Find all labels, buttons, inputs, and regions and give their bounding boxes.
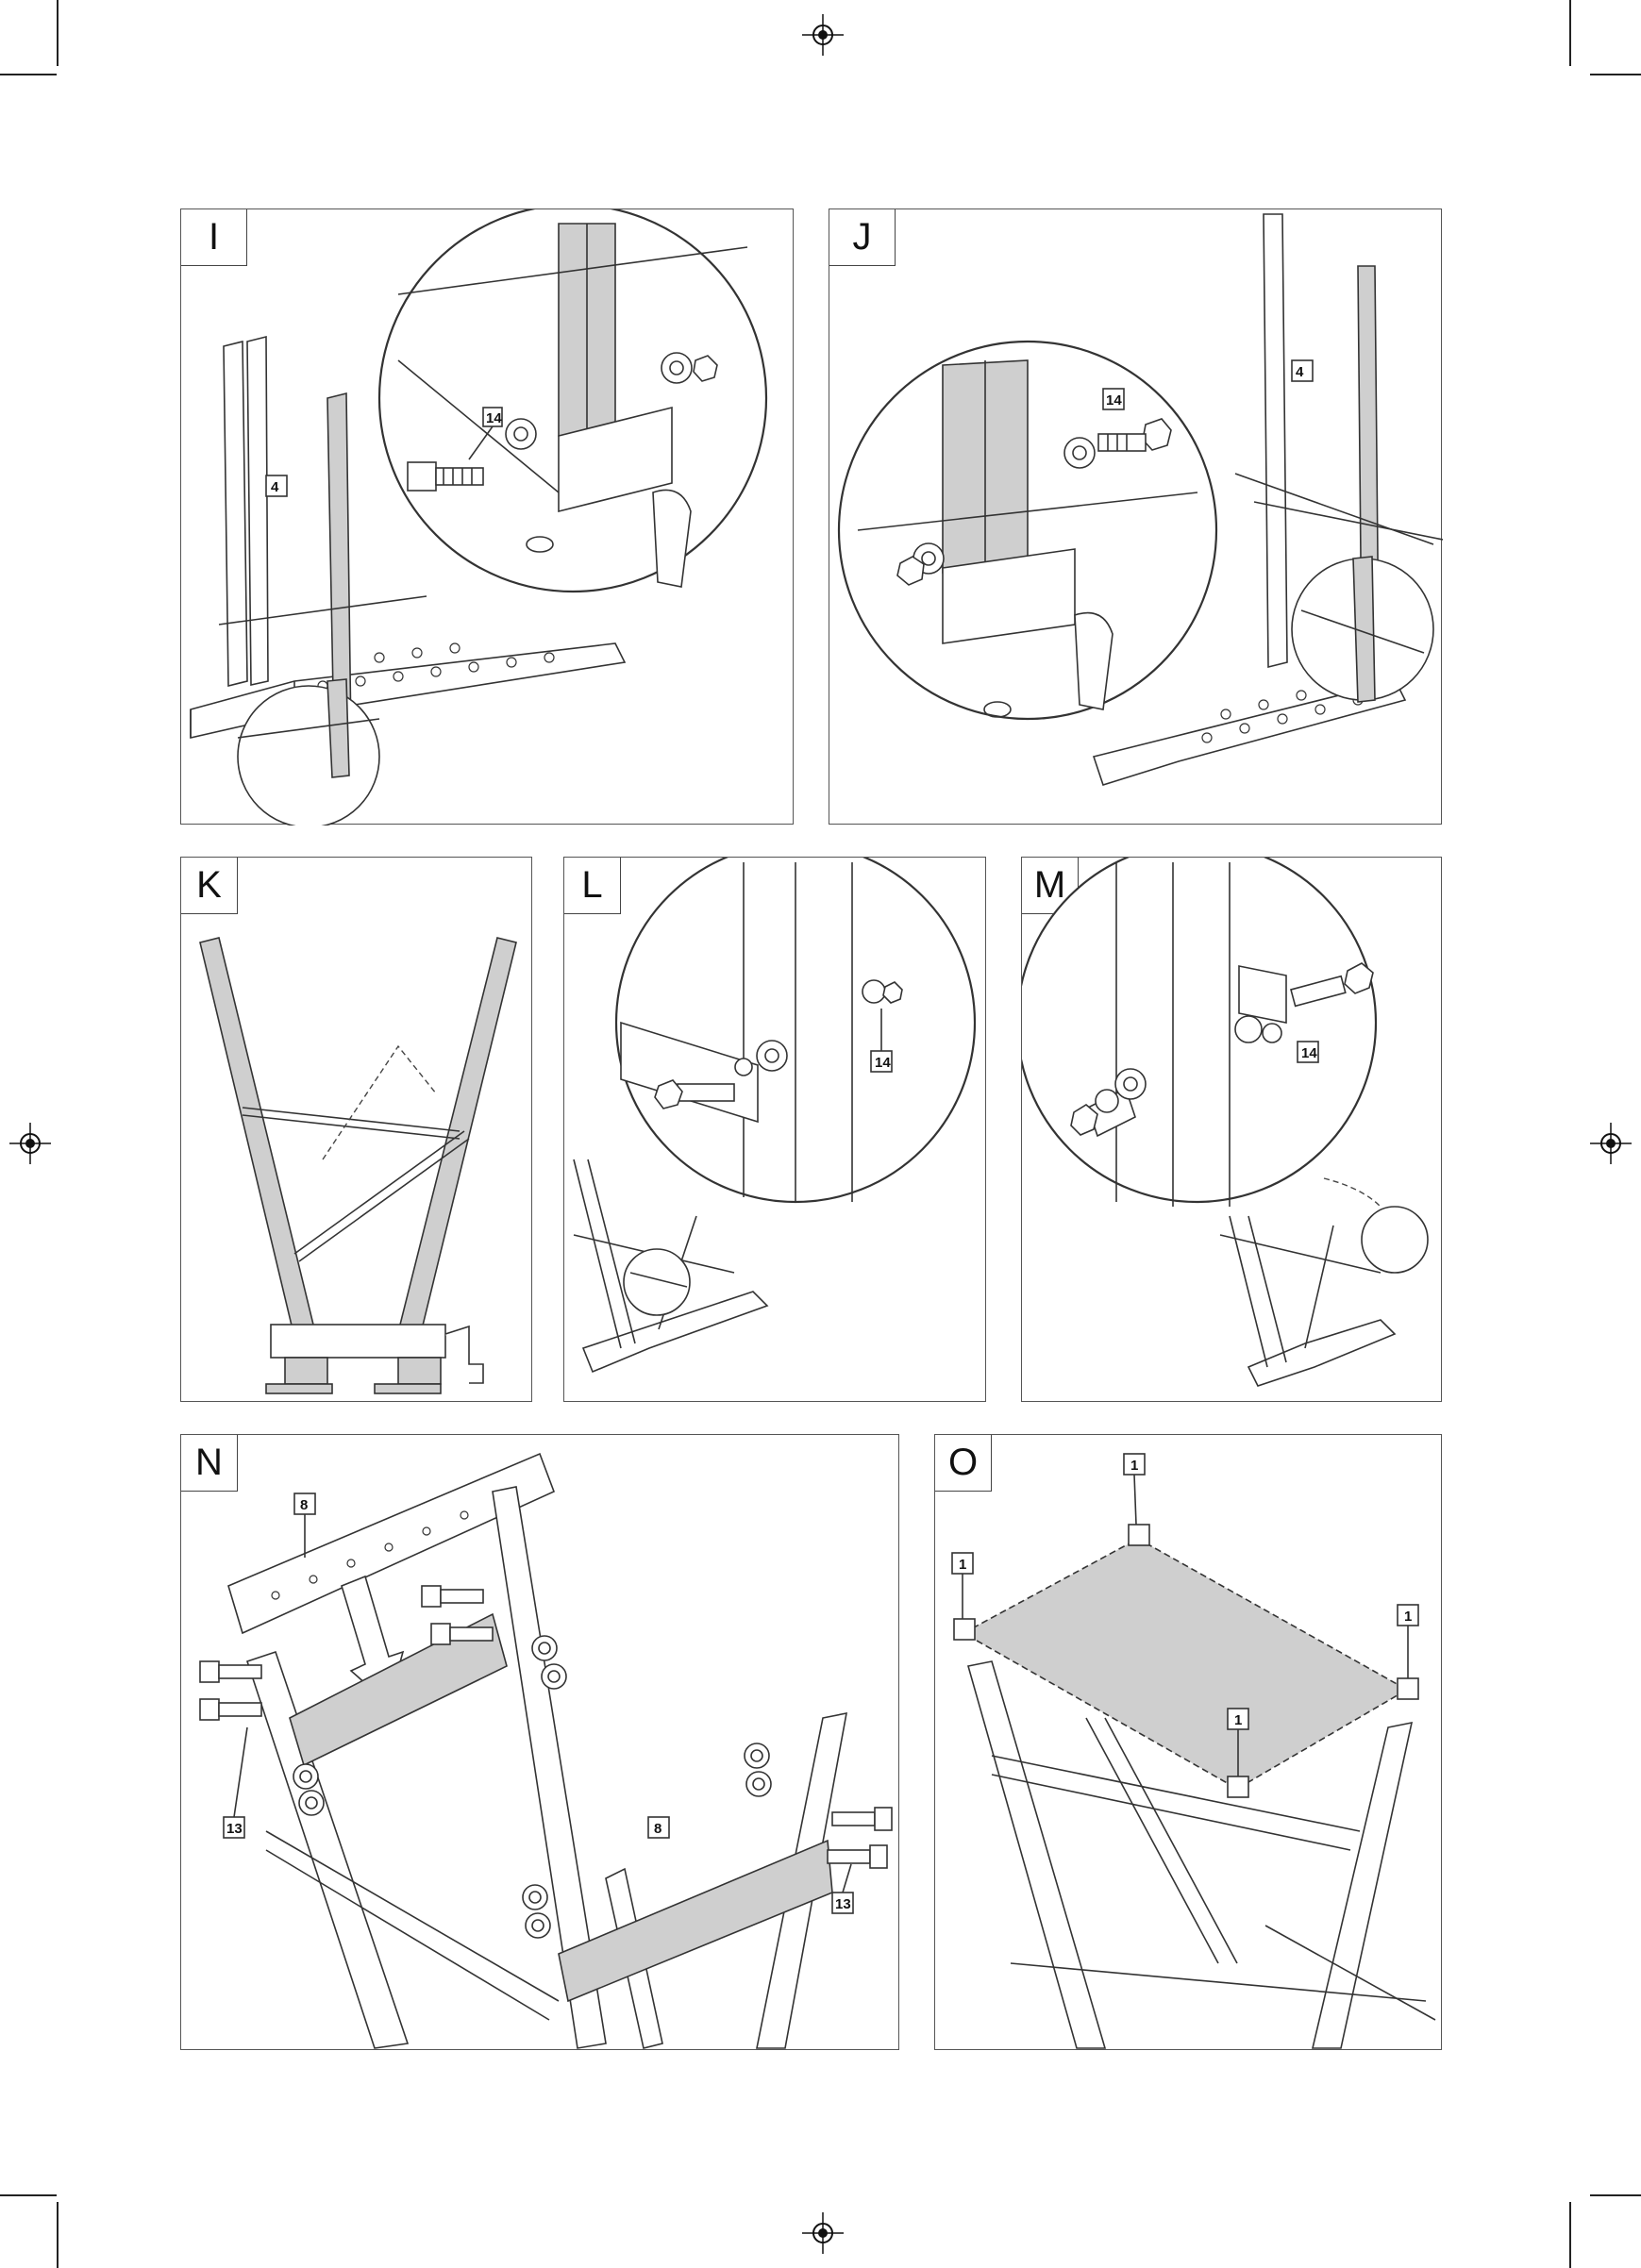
illustration-j: 4 14	[829, 209, 1443, 825]
illustration-k	[181, 858, 533, 1403]
part-tag: 14	[1301, 1045, 1317, 1061]
crop-mark	[1590, 2194, 1641, 2196]
part-tag: 4	[271, 479, 279, 495]
panel-n: N 8 8	[180, 1434, 899, 2050]
panel-l: L 14	[563, 857, 986, 1402]
part-tag: 4	[1296, 364, 1304, 380]
part-tag: 1	[1404, 1609, 1412, 1625]
illustration-i: 4 14	[181, 209, 795, 825]
registration-mark-right	[1590, 1123, 1632, 1164]
illustration-m: 14	[1022, 858, 1443, 1403]
crop-mark	[0, 2194, 57, 2196]
panel-m: M 14	[1021, 857, 1442, 1402]
part-tag: 14	[875, 1055, 891, 1071]
registration-mark-top	[802, 14, 844, 56]
part-tag: 14	[1106, 392, 1122, 409]
crop-mark	[57, 2202, 59, 2268]
part-tag: 8	[300, 1497, 308, 1513]
registration-mark-bottom	[802, 2212, 844, 2254]
crop-mark	[1569, 0, 1571, 66]
part-tag: 13	[226, 1821, 243, 1837]
illustration-n: 8 8 13	[181, 1435, 900, 2051]
part-tag: 1	[1130, 1458, 1138, 1474]
crop-mark	[0, 74, 57, 75]
part-tag: 1	[959, 1557, 966, 1573]
panel-o: O 1 1 1 1	[934, 1434, 1442, 2050]
panel-i: I 4	[180, 208, 794, 825]
registration-mark-left	[9, 1123, 51, 1164]
part-tag: 1	[1234, 1712, 1242, 1728]
panel-k: K	[180, 857, 532, 1402]
crop-mark	[1590, 74, 1641, 75]
crop-mark	[57, 0, 59, 66]
part-tag: 13	[835, 1896, 851, 1912]
panel-j: J 4	[829, 208, 1442, 825]
crop-mark	[1569, 2202, 1571, 2268]
illustration-l: 14	[564, 858, 987, 1403]
part-tag: 14	[486, 410, 502, 426]
illustration-o: 1 1 1 1	[935, 1435, 1443, 2051]
part-tag: 8	[654, 1821, 661, 1837]
